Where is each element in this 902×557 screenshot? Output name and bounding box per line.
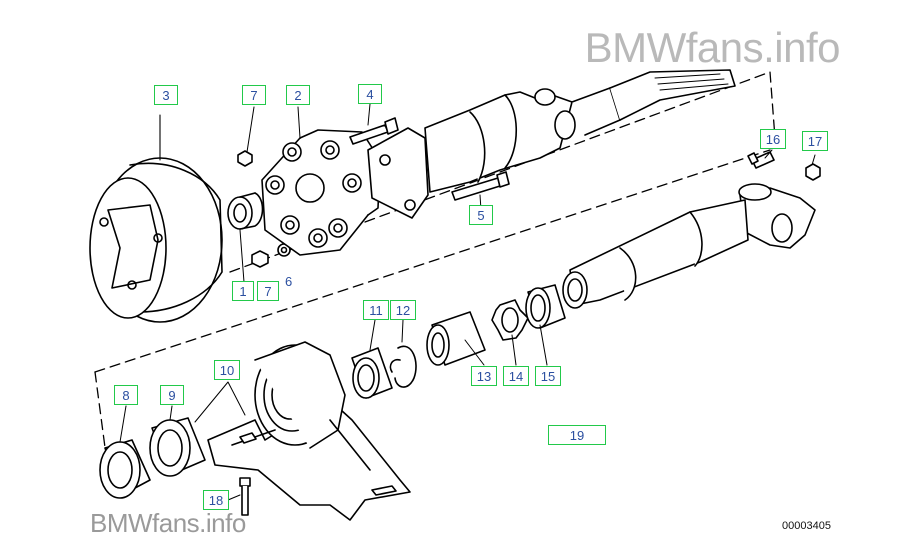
ring-part-15 bbox=[525, 284, 566, 329]
callout-part-15[interactable]: 15 bbox=[535, 366, 561, 386]
circlip-part-12 bbox=[389, 345, 417, 388]
bolt-part-16 bbox=[747, 151, 775, 169]
watermark-bottom: BMWfans.info bbox=[90, 508, 246, 538]
spline-washer-part-14 bbox=[491, 299, 529, 341]
callout-part-17[interactable]: 17 bbox=[802, 131, 828, 151]
callout-part-4[interactable]: 4 bbox=[358, 84, 382, 104]
centering-sleeve-part-1 bbox=[227, 192, 264, 283]
callout-part-2[interactable]: 2 bbox=[286, 85, 310, 105]
bolt-part-18 bbox=[239, 477, 251, 516]
nut-part-17 bbox=[805, 163, 821, 181]
callout-part-12[interactable]: 12 bbox=[390, 300, 416, 320]
rear-shaft-section bbox=[562, 183, 816, 309]
callout-part-1[interactable]: 1 bbox=[232, 281, 254, 301]
sleeve-part-13 bbox=[426, 311, 486, 366]
nut-part-7 bbox=[237, 150, 291, 268]
bolt-part-5 bbox=[451, 171, 510, 201]
callout-part-14[interactable]: 14 bbox=[503, 366, 529, 386]
vibration-damper-part-3 bbox=[89, 114, 223, 323]
watermark-top: BMWfans.info bbox=[584, 24, 841, 71]
flexible-disc-part-2 bbox=[261, 129, 381, 256]
callout-part-11[interactable]: 11 bbox=[363, 300, 389, 320]
bolt-part-4 bbox=[349, 117, 399, 145]
leader-lines bbox=[119, 103, 816, 501]
callout-part-9[interactable]: 9 bbox=[160, 385, 184, 405]
bearing-part-9 bbox=[149, 417, 206, 477]
callout-part-13[interactable]: 13 bbox=[471, 366, 497, 386]
center-bearing-part-10 bbox=[207, 341, 411, 521]
callout-part-16[interactable]: 16 bbox=[760, 129, 786, 149]
callout-part-7-bottom[interactable]: 7 bbox=[257, 281, 279, 301]
callout-part-10[interactable]: 10 bbox=[214, 360, 240, 380]
callout-part-3[interactable]: 3 bbox=[154, 85, 178, 105]
callout-part-5[interactable]: 5 bbox=[469, 205, 493, 225]
callout-part-7-top[interactable]: 7 bbox=[242, 85, 266, 105]
callout-part-18[interactable]: 18 bbox=[203, 490, 229, 510]
bearing-part-8 bbox=[99, 439, 151, 499]
label-part-6: 6 bbox=[285, 274, 293, 289]
callout-part-8[interactable]: 8 bbox=[114, 385, 138, 405]
front-shaft-section bbox=[367, 69, 736, 219]
callout-part-19[interactable]: 19 bbox=[548, 425, 606, 445]
ring-part-11 bbox=[351, 347, 393, 399]
diagram-code: 00003405 bbox=[782, 520, 831, 532]
